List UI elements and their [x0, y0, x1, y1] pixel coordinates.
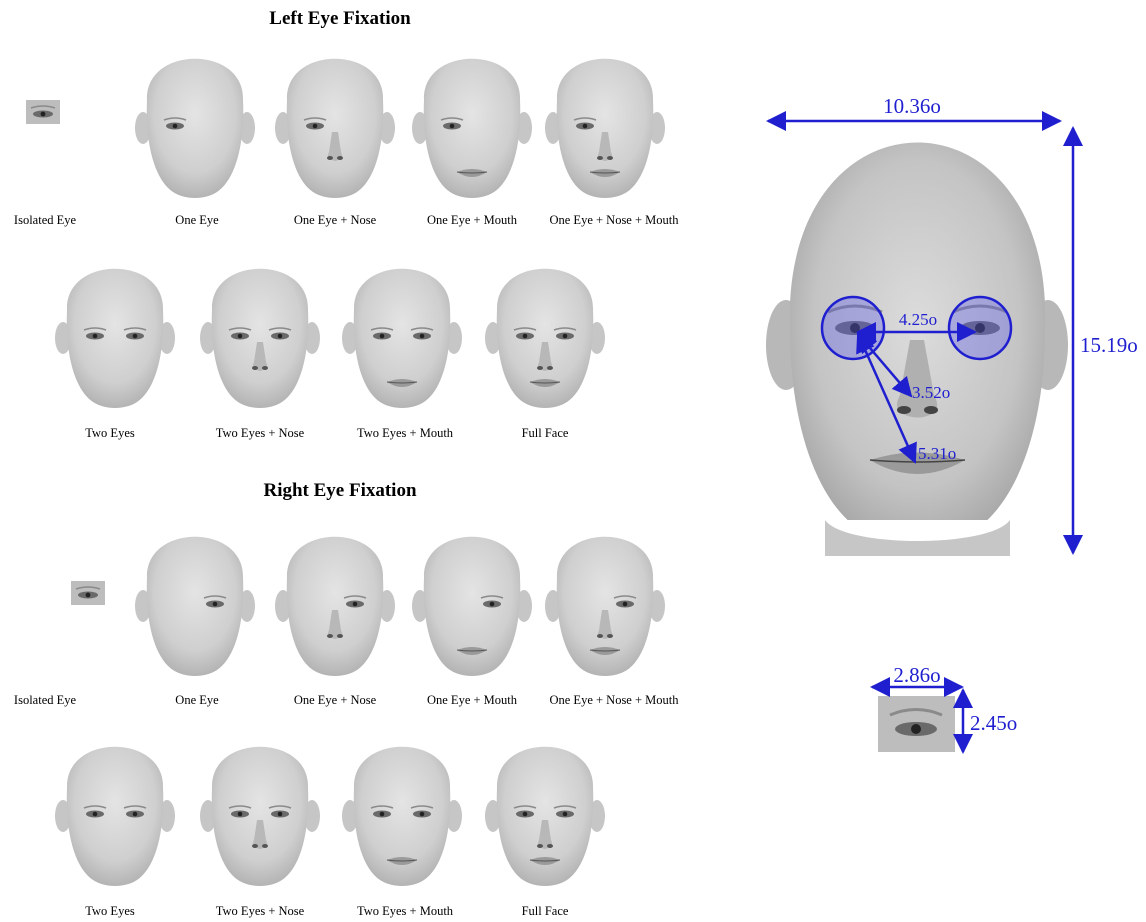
face-one-eye-nose: [275, 59, 395, 198]
face-two-eyes-mouth: [342, 269, 462, 408]
left-eye-highlight: [822, 297, 884, 359]
face-full-face: [485, 747, 605, 886]
face-two-eyes: [55, 747, 175, 886]
face-one-eye-nose: [275, 537, 395, 676]
face-one-eye-mouth: [412, 537, 532, 676]
patch-height-label: 2.45o: [970, 711, 1017, 735]
face-two-eyes-nose: [200, 747, 320, 886]
patch-width-label: 2.86o: [893, 663, 940, 687]
large-face: [766, 143, 1068, 557]
face-two-eyes: [55, 269, 175, 408]
face-one-eye-nose-mouth: [545, 537, 665, 676]
isolated-eye-image: [71, 581, 105, 605]
eye-patch-image: [878, 696, 955, 752]
eye-mouth-label: 5.31o: [918, 444, 956, 463]
face-one-eye-nose-mouth: [545, 59, 665, 198]
face-one-eye-mouth: [412, 59, 532, 198]
isolated-eye-image: [26, 100, 60, 124]
face-two-eyes-nose: [200, 269, 320, 408]
face-two-eyes-mouth: [342, 747, 462, 886]
interocular-label: 4.25o: [899, 310, 937, 329]
width-label: 10.36o: [883, 94, 941, 118]
eye-nose-label: 3.52o: [912, 383, 950, 402]
face-full-face: [485, 269, 605, 408]
face-one-eye: [135, 59, 255, 198]
height-label: 15.19o: [1080, 333, 1138, 357]
face-one-eye: [135, 537, 255, 676]
right-eye-highlight: [949, 297, 1011, 359]
